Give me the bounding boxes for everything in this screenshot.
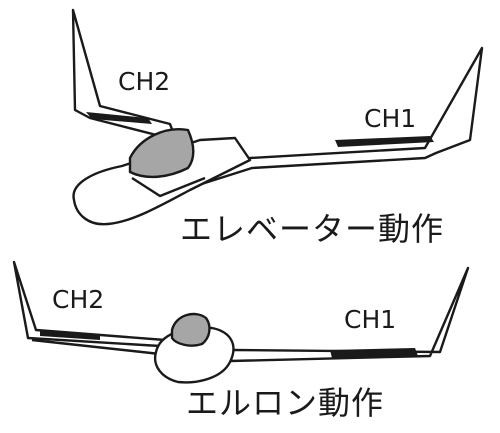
fuselage <box>72 136 252 226</box>
main-wing <box>12 260 470 364</box>
ch2-aileron-surface <box>40 330 100 340</box>
canopy <box>170 312 211 347</box>
left-wing <box>71 8 178 142</box>
bottom-ch1-label: CH1 <box>344 305 396 334</box>
canopy <box>128 128 195 179</box>
ch1-aileron-surface <box>330 348 418 358</box>
fuselage-edge <box>131 176 206 198</box>
ch1-elevon-surface <box>335 136 434 147</box>
top-ch2-label: CH2 <box>118 67 170 96</box>
top-ch1-label: CH1 <box>364 104 416 133</box>
ch2-elevon-surface <box>86 112 152 124</box>
right-wing <box>148 46 484 196</box>
wing-trailing-edge <box>31 338 161 356</box>
aileron-plane <box>12 260 470 384</box>
bottom-ch2-label: CH2 <box>52 285 104 314</box>
elevator-plane <box>71 8 484 226</box>
bottom-caption: エルロン動作 <box>186 384 384 422</box>
top-caption: エレベーター動作 <box>180 210 444 248</box>
